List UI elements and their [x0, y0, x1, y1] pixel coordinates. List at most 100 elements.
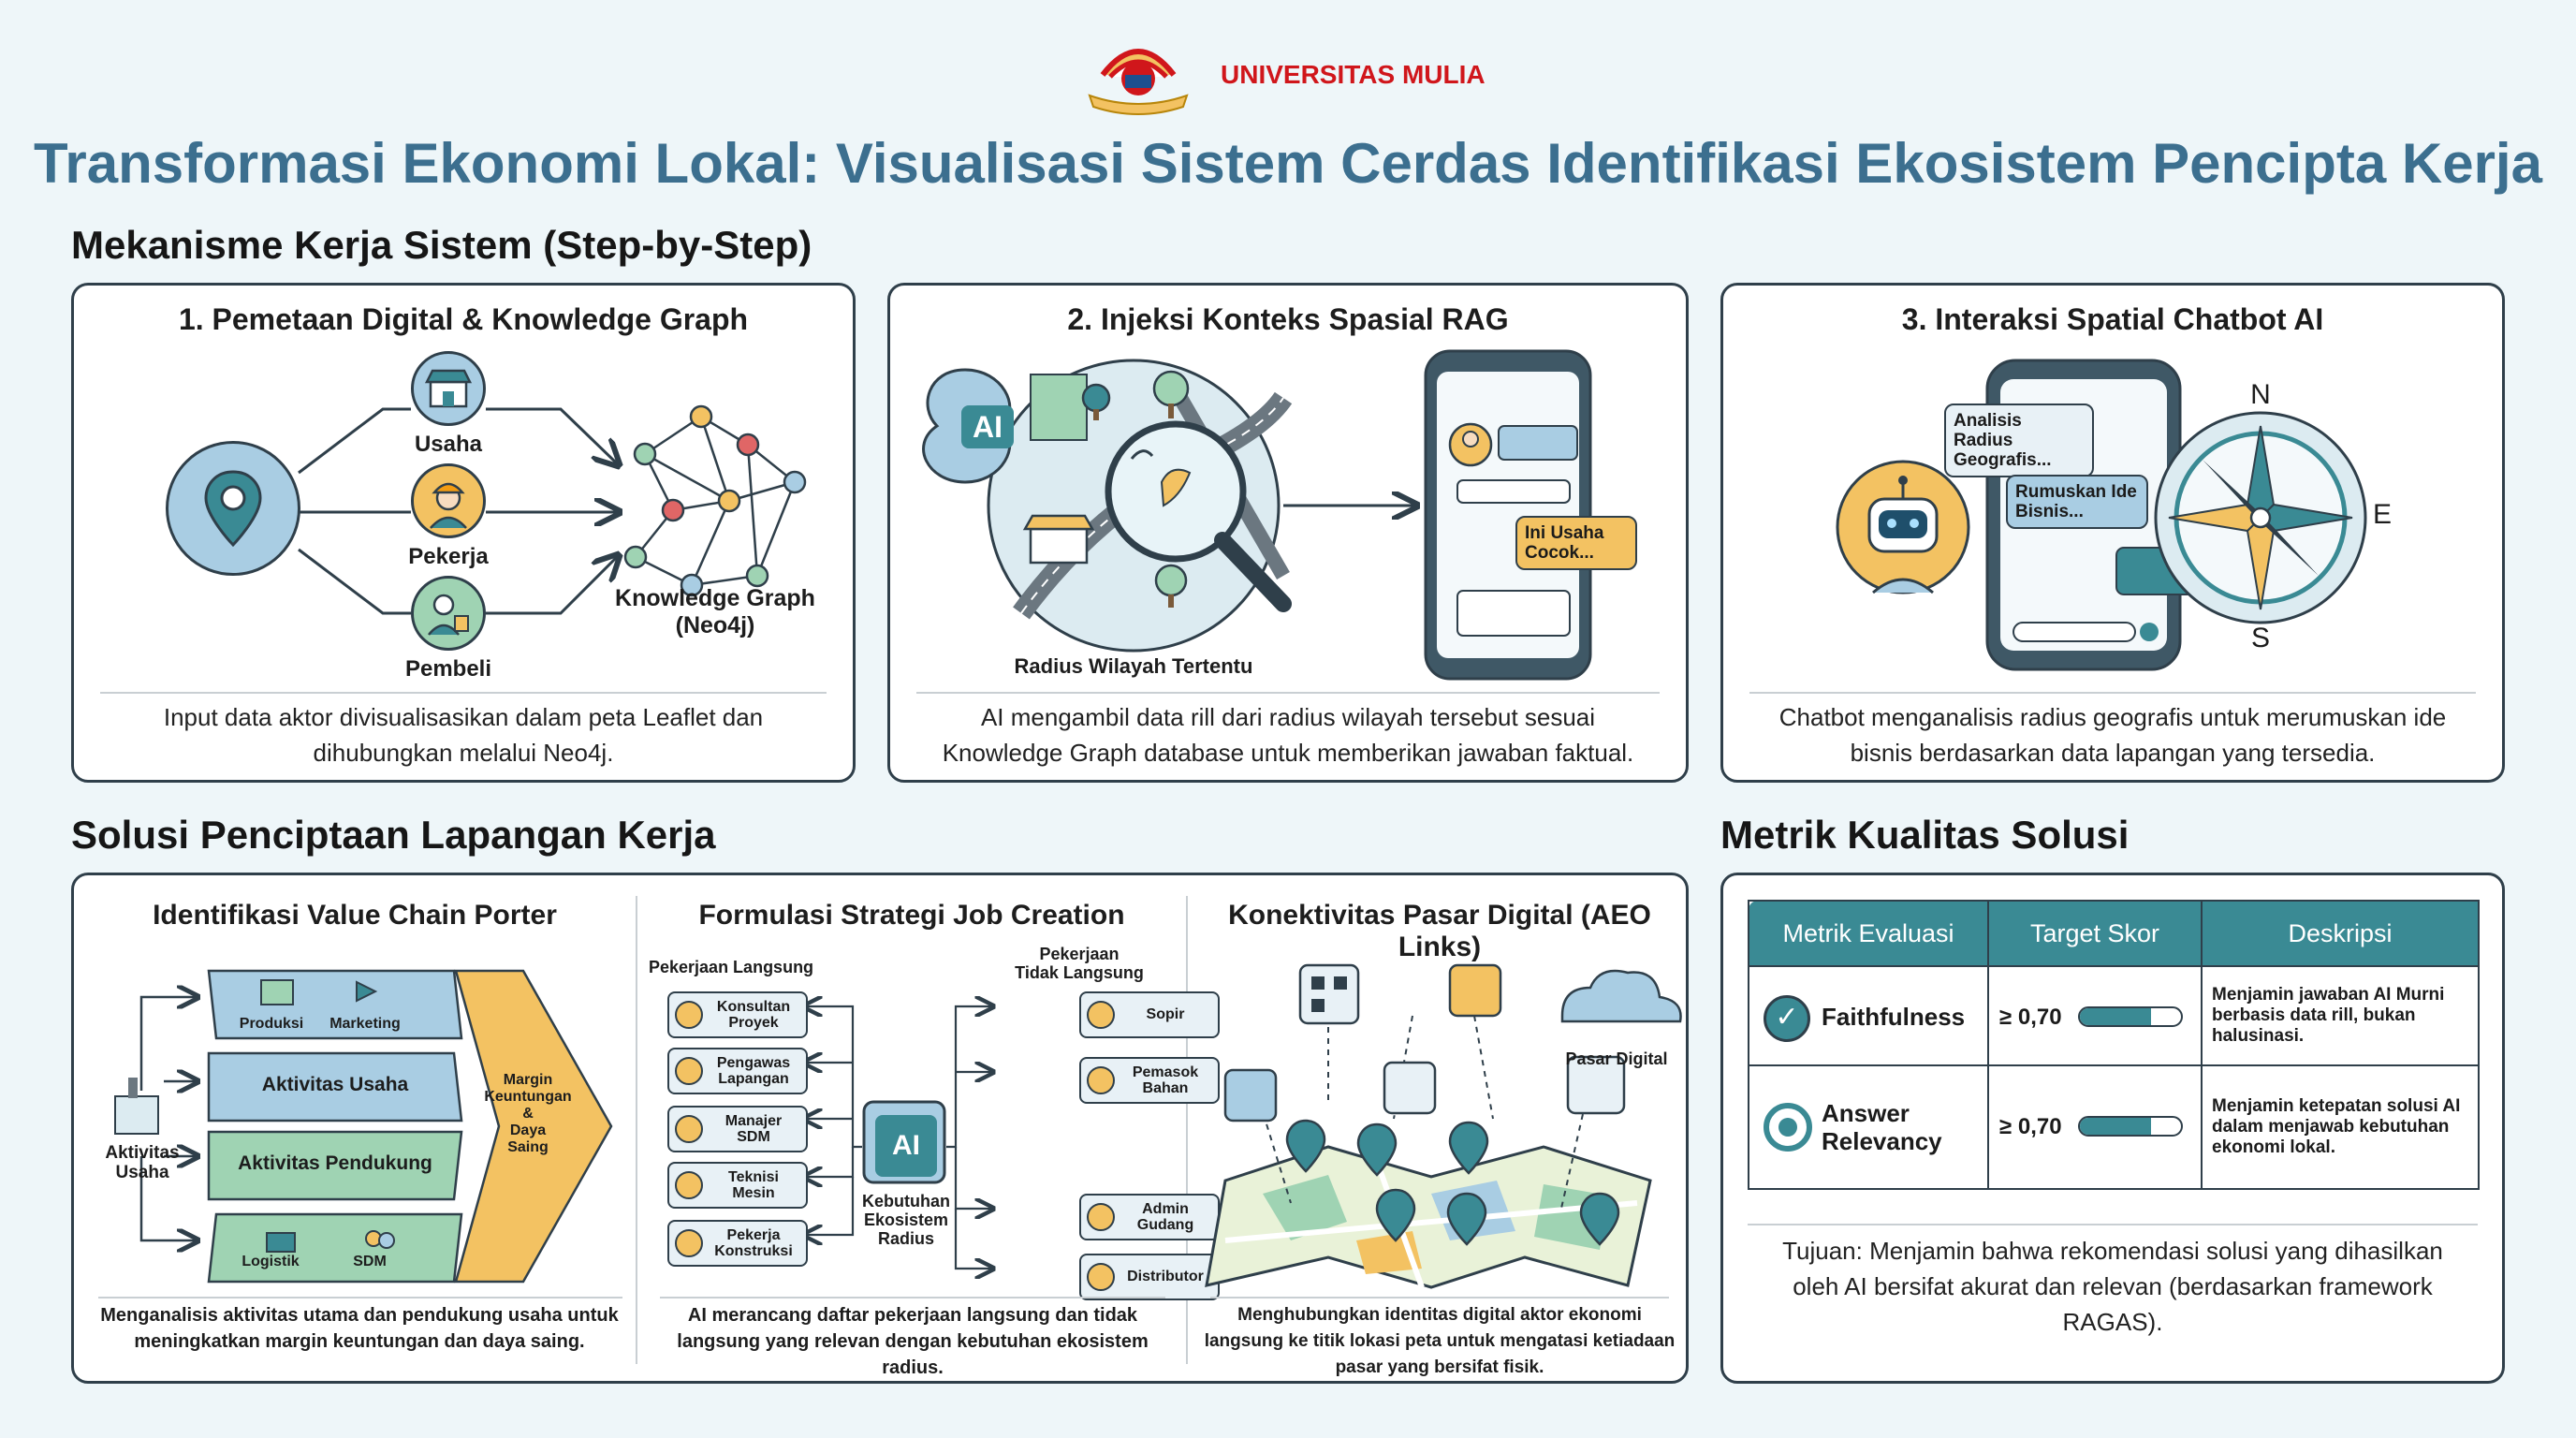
vc-produksi: Produksi — [239, 1016, 304, 1032]
header-description: Deskripsi — [2201, 900, 2480, 967]
ai-chip: AI — [875, 1115, 937, 1177]
solutions-card: Identifikasi Value Chain Porter Aktivita… — [71, 873, 1689, 1384]
header-target: Target Skor — [1987, 900, 2203, 967]
metric-desc: Menjamin jawaban AI Murni berbasis data … — [2212, 985, 2445, 1046]
divider — [1210, 1297, 1669, 1299]
divider — [100, 692, 827, 694]
step2-card: 2. Injeksi Konteks Spasial RAG AI Ini Us… — [887, 283, 1689, 783]
pembeli-buyer-icon — [411, 576, 486, 651]
knowledge-graph-diagram — [298, 404, 807, 615]
metrics-header-row: Metrik Evaluasi Target Skor Deskripsi — [1748, 900, 2480, 967]
solutions-section-title: Solusi Penciptaan Lapangan Kerja — [71, 813, 716, 857]
metric-name-cell: Answer Relevancy — [1748, 1064, 1989, 1190]
table-row: Answer Relevancy ≥ 0,70 Menjamin ketepat… — [1748, 1064, 2480, 1190]
step1-card: 1. Pemetaan Digital & Knowledge Graph Us… — [71, 283, 856, 783]
metrics-section-title: Metrik Kualitas Solusi — [1720, 813, 2130, 857]
wrench-icon — [675, 1171, 703, 1199]
value-chain-diagram — [114, 969, 613, 1284]
truck-icon — [1087, 1263, 1115, 1291]
step1-description: Input data aktor divisualisasikan dalam … — [163, 703, 764, 767]
metric-name: Answer Relevancy — [1822, 1099, 1942, 1155]
job-indirect-1: Sopir — [1079, 991, 1220, 1038]
metric-desc: Menjamin ketepatan solusi AI dalam menja… — [2212, 1096, 2461, 1157]
divider — [1749, 692, 2476, 694]
job-creation-title: Formulasi Strategi Job Creation — [698, 900, 1125, 931]
divider — [1748, 1224, 2478, 1225]
metric-target: ≥ 0,70 — [1999, 1005, 2062, 1030]
location-pin-icon — [166, 441, 300, 576]
metric-name: Faithfulness — [1822, 1003, 1966, 1031]
step2-title: 2. Injeksi Konteks Spasial RAG — [1067, 302, 1509, 336]
job-direct-4: Teknisi Mesin — [667, 1162, 808, 1209]
market-title: Konektivitas Pasar Digital (AEO Links) — [1228, 900, 1651, 962]
chat-bubble-answer: Ini Usaha Cocok... — [1515, 516, 1637, 570]
ai-brain-label: AI — [961, 405, 1014, 448]
actor-label-pembeli: Pembeli — [404, 656, 492, 682]
pasar-digital-label: Pasar Digital — [1565, 1049, 1668, 1068]
worker-icon — [675, 1115, 703, 1143]
indirect-jobs-heading: Pekerjaan Tidak Langsung — [1015, 945, 1144, 982]
supplier-icon — [1087, 1066, 1115, 1094]
chat-bubble-ideas: Rumuskan Ide Bisnis... — [2006, 475, 2148, 529]
job-direct-5: Pekerja Konstruksi — [667, 1220, 808, 1267]
step2-description: AI mengambil data rill dari radius wilay… — [942, 703, 1634, 767]
actor-label-pekerja: Pekerja — [408, 544, 489, 569]
score-bar — [2078, 1006, 2183, 1027]
metric-desc-cell: Menjamin jawaban AI Murni berbasis data … — [2201, 965, 2480, 1066]
column-divider — [1186, 896, 1188, 1364]
metrics-card: Metrik Evaluasi Target Skor Deskripsi ✓ … — [1720, 873, 2505, 1384]
value-chain-title: Identifikasi Value Chain Porter — [153, 900, 557, 931]
admin-icon — [1087, 1203, 1115, 1231]
job-indirect-2: Pemasok Bahan — [1079, 1057, 1220, 1104]
metric-name-cell: ✓ Faithfulness — [1748, 965, 1989, 1066]
score-bar-fill — [2080, 1008, 2151, 1025]
metric-target-cell: ≥ 0,70 — [1987, 965, 2203, 1066]
metrics-note: Tujuan: Menjamin bahwa rekomendasi solus… — [1782, 1237, 2443, 1336]
metrics-table: Metrik Evaluasi Target Skor Deskripsi ✓ … — [1748, 900, 2480, 1190]
compass-east-label: E — [2372, 499, 2392, 530]
chat-bubble-analysis: Analisis Radius Geografis... — [1944, 404, 2094, 477]
divider — [916, 692, 1660, 694]
job-indirect-3: Admin Gudang — [1079, 1194, 1220, 1240]
job-direct-3: Manajer SDM — [667, 1106, 808, 1152]
worker-icon — [675, 1057, 703, 1085]
radius-label: Radius Wilayah Tertentu — [1014, 654, 1253, 678]
vc-margin-label: Margin Keuntungan & Daya Saing — [484, 1072, 572, 1155]
vc-aktivitas-usaha: Aktivitas Usaha — [261, 1074, 409, 1095]
vc-marketing: Marketing — [329, 1016, 401, 1032]
score-bar-fill — [2080, 1118, 2151, 1135]
target-icon — [1764, 1103, 1812, 1152]
check-badge-icon: ✓ — [1764, 995, 1810, 1042]
vc-aktivitas-pendukung: Aktivitas Pendukung — [238, 1152, 432, 1174]
job-direct-1: Konsultan Proyek — [667, 991, 808, 1038]
vc-sdm: SDM — [353, 1254, 387, 1269]
divider — [660, 1297, 1165, 1299]
divider — [98, 1297, 622, 1299]
mechanism-section-title: Mekanisme Kerja Sistem (Step-by-Step) — [71, 223, 812, 267]
job-direct-2: Pengawas Lapangan — [667, 1048, 808, 1094]
center-label: Kebutuhan Ekosistem Radius — [862, 1192, 950, 1248]
rag-illustration — [922, 349, 1592, 681]
knowledge-graph-label: Knowledge Graph (Neo4j) — [615, 585, 815, 638]
job-creation-description: AI merancang daftar pekerjaan langsung d… — [677, 1305, 1149, 1378]
column-divider — [636, 896, 637, 1364]
market-description: Menghubungkan identitas digital aktor ek… — [1204, 1305, 1676, 1377]
table-row: ✓ Faithfulness ≥ 0,70 Menjamin jawaban A… — [1748, 965, 2480, 1066]
usaha-store-icon — [411, 351, 486, 426]
direct-jobs-heading: Pekerjaan Langsung — [649, 958, 814, 976]
university-name: UNIVERSITAS MULIA — [1221, 60, 1486, 89]
compass-north-label: N — [2250, 379, 2271, 410]
ai-brain-icon: AI — [935, 372, 1040, 482]
header-metric: Metrik Evaluasi — [1748, 900, 1989, 967]
vc-logistik: Logistik — [242, 1254, 300, 1269]
worker-icon — [675, 1229, 703, 1257]
step3-title: 3. Interaksi Spatial Chatbot AI — [1901, 302, 2324, 336]
metric-target: ≥ 0,70 — [1999, 1114, 2062, 1139]
digital-market-map — [1205, 963, 1682, 1289]
job-indirect-4: Distributor — [1079, 1254, 1220, 1300]
pekerja-worker-icon — [411, 463, 486, 538]
worker-icon — [675, 1001, 703, 1029]
step1-title: 1. Pemetaan Digital & Knowledge Graph — [178, 302, 749, 336]
vc-actor-label: Aktivitas Usaha — [105, 1143, 180, 1182]
metric-target-cell: ≥ 0,70 — [1987, 1064, 2203, 1190]
